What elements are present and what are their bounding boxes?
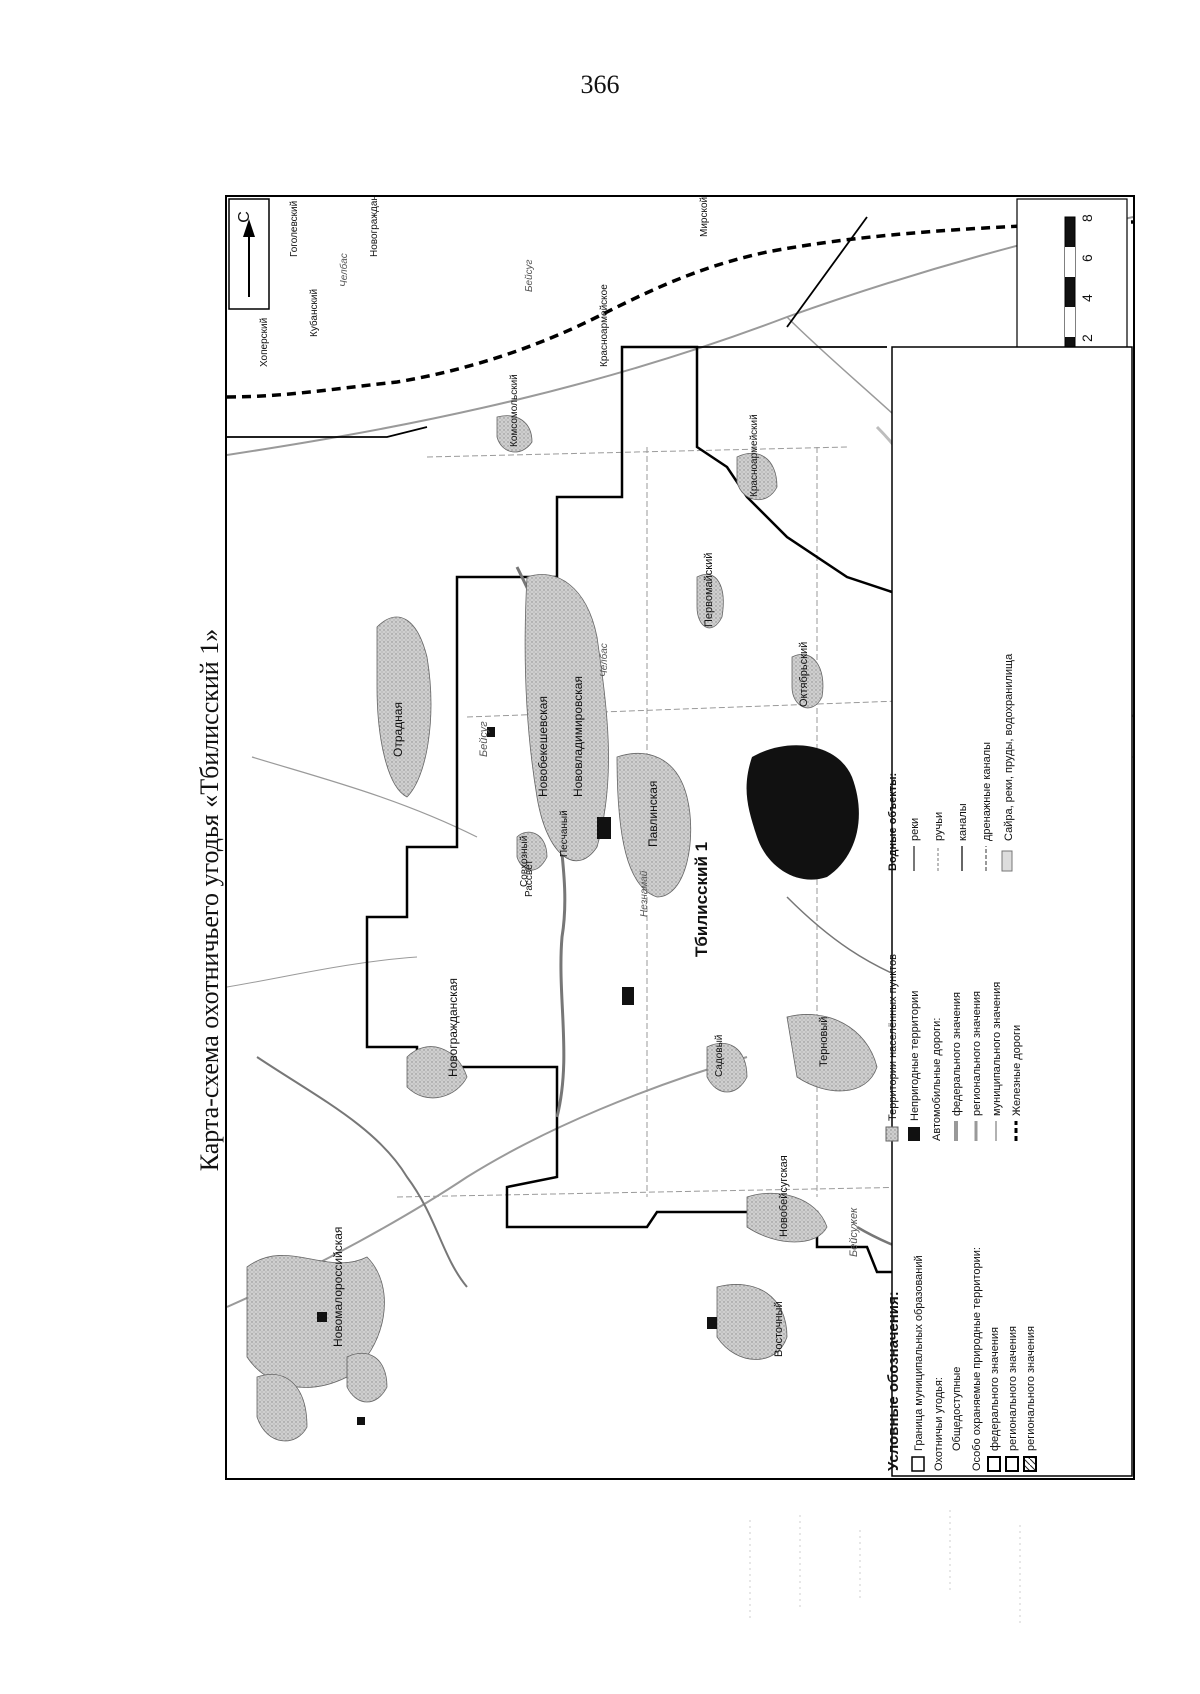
scale-tick-6: 6 [1079,254,1095,262]
legend-col1-1: Охотничьи угодья: [933,1377,945,1471]
label-pavlinskaya: Павлинская [646,781,660,847]
label-mirskoy: Мирской [699,197,710,237]
settlement-komsomolskiy [496,415,533,453]
settlement-north-2 [346,1352,388,1403]
label-otradnaya: Отрадная [391,702,405,757]
legend-col2-4: регионального значения [971,991,983,1116]
legend-col3-5: Сайра, реки, пруды, водохранилища [1003,653,1015,841]
settlement-terrovoy [786,1014,878,1092]
label-novobekeshevskaya: Новобекешевская [536,696,550,797]
scale-tick-8: 8 [1079,214,1095,222]
legend-col2-2: Автомобильные дороги: [931,1018,943,1141]
settlement-sadovyi [706,1042,748,1093]
page-number: 366 [580,70,620,99]
legend-col3-1: реки [909,818,921,841]
map-title: Карта-схема охотничьего угодья «Тбилисск… [195,628,224,1172]
legend-col3-0: Водные объекты: [887,773,899,871]
label-river-beisug: Бейсуг [478,721,490,757]
compass: С [228,198,270,310]
scale-tick-2: 2 [1079,334,1095,342]
label-novograzhdanskaya: Новогражданская [446,978,460,1077]
map-frame: С 0 1 2 4 6 8 КМ Новомалороссийская Ново… [225,195,1135,1480]
label-khopersky: Хоперский [259,318,270,367]
legend-col1-3: Особо охраняемые природные территории: [971,1247,983,1471]
label-komsomolskiy: Комсомольский [509,374,520,447]
legend-col2-5: муниципального значения [991,982,1003,1116]
label-sovkhoz: Совхозный [519,836,530,887]
map-canvas: С 0 1 2 4 6 8 КМ Новомалороссийская Ново… [227,197,1133,1477]
settlement-pavlinskaya [616,753,692,898]
legend-col1-6: регионального значения [1025,1326,1037,1451]
scan-marks [749,1510,1021,1625]
label-kubansky: Кубанский [308,289,320,337]
scale-tick-4: 4 [1079,294,1095,302]
north-letter: С [236,211,253,223]
label-krasnoarmeiskiy: Красноармейский [749,414,760,497]
legend-title: Условные обозначения: [885,1291,902,1471]
settlement-vostochnyi [716,1284,788,1360]
label-oktyabrskiy: Октябрьский [798,642,810,707]
label-river-beisuzhek: Бейсужек [848,1207,860,1257]
legend-col1-0: Граница муниципальных образований [913,1255,925,1451]
settlement-otradnaya [376,616,432,798]
label-peschanyi: Песчаный [559,810,570,857]
label-river-chelbas: Челбас [338,253,350,287]
settlement-novograzhdanskaya [406,1046,468,1099]
legend-col2-1: Непригодные территории [909,991,921,1121]
legend-col1-2: Общедоступные [951,1367,963,1451]
label-gogol: Гоголевский [289,201,300,257]
label-river-chelbas-2: Челбас [598,643,610,677]
legend-col1-4: федерального значения [989,1327,1001,1451]
legend-col3-3: каналы [957,803,969,841]
legend-col3-4: дренажные каналы [981,742,993,841]
label-vladimirovka: Красноармейское [599,284,610,367]
label-sadovyi: Садовый [714,1035,725,1077]
label-novomalorossiyskaya: Новомалороссийская [331,1227,345,1347]
label-river-beisug-2: Бейсуг [524,259,535,292]
municipal-boundaries [227,216,1007,758]
settlement-oktyabrskiy [791,654,824,709]
settlement-north-1 [256,1374,308,1442]
label-novobeisugskaya: Новобейсугская [778,1155,790,1237]
label-river-nezhnaya: Незнамай [639,870,650,917]
label-vostochnyi: Восточный [773,1301,785,1357]
label-rassvet: Рассвет [524,860,535,897]
settlement-pervomaiskiy [696,574,724,629]
legend-col2-0: Территории населённых пунктов [887,954,899,1121]
railway [227,220,1133,399]
label-pervomaiskiy: Первомайский [703,553,715,627]
label-terrovoy: Терновый [818,1017,830,1067]
legend: Условные обозначения: Граница муниципаль… [885,346,1133,1477]
settlement-novobeisugskaya [746,1192,828,1243]
label-krasnogvardeyskiy: Новогражданский [369,197,380,257]
legend-col3-2: ручьи [933,812,945,841]
settlement-rassvet [516,831,548,871]
settlement-novovladimirovskaya [524,574,609,862]
legend-col1-5: регионального значения [1007,1326,1019,1451]
legend-col2-6: Железные дороги [1011,1025,1023,1116]
label-novovladimirovskaya: Нововладимировская [571,676,585,797]
legend-col2-3: федерального значения [951,992,963,1116]
settlement-vostochny-2 [736,452,778,501]
label-main-ground: Тбилисский 1 [692,842,711,957]
